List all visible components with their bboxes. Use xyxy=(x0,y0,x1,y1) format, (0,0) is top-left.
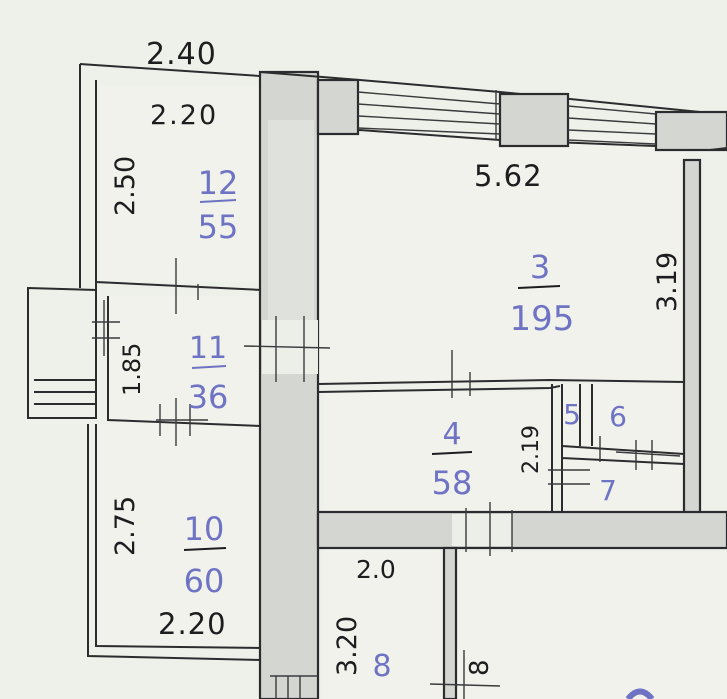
top-wall-pier-3 xyxy=(654,110,727,152)
window-1 xyxy=(357,90,501,140)
room-11-fraction-bar xyxy=(191,365,227,369)
top-wall-pier-2 xyxy=(498,92,570,148)
walls-5-6-7 xyxy=(551,384,685,524)
dim-room8-height: 3.20 xyxy=(332,616,363,676)
wall-3-4 xyxy=(317,378,685,393)
door-marks-5-6-7 xyxy=(548,436,681,485)
door-mark-11 xyxy=(243,316,331,382)
door-mark-10 xyxy=(156,398,208,446)
room-3-number: 3 xyxy=(530,248,550,286)
room-7-number: 7 xyxy=(599,474,617,507)
room-3-area-value: 195 xyxy=(510,299,575,339)
dim-room4-height: 2.19 xyxy=(519,425,544,474)
corner-blue-mark xyxy=(625,688,655,699)
left-bay xyxy=(27,286,97,419)
room-11-area-value: 36 xyxy=(188,378,229,416)
wall-room-8-right xyxy=(442,546,458,699)
room-4-label: 4 58 xyxy=(432,417,473,502)
room-8-number: 8 xyxy=(372,649,391,684)
room-12-label: 12 55 xyxy=(198,164,239,246)
room-4-number: 4 xyxy=(442,417,461,452)
room-11-label: 11 36 xyxy=(188,331,229,416)
room-12-area-value: 55 xyxy=(198,208,239,246)
room-10-fraction-bar xyxy=(183,547,227,551)
room-3-label: 3 195 xyxy=(510,248,575,339)
dim-room10-height: 2.75 xyxy=(110,496,141,556)
dim-room12-height: 2.50 xyxy=(110,156,141,216)
right-wall-edge xyxy=(709,147,727,151)
dim-room10-width: 2.20 xyxy=(158,607,227,641)
bottom-right-fragment-label: 8 xyxy=(465,659,495,676)
top-wall-pier-1 xyxy=(316,78,360,136)
room-10-area xyxy=(98,424,260,646)
room-10-area-value: 60 xyxy=(184,562,225,600)
room-3-fraction-bar xyxy=(517,285,561,289)
room-5-number: 5 xyxy=(563,398,581,431)
dim-room11-height: 1.85 xyxy=(118,343,146,396)
room-4-fraction-bar xyxy=(431,451,473,455)
dim-room3-width: 5.62 xyxy=(474,159,543,193)
dim-room3-height: 3.19 xyxy=(652,252,683,312)
central-wall-cutout xyxy=(268,120,314,330)
room-bottom-right-area xyxy=(456,552,727,699)
door-mark-12 xyxy=(92,258,199,356)
door-mark-3-4 xyxy=(451,350,471,398)
dim-room8-width: 2.0 xyxy=(356,555,396,584)
stairs-hint xyxy=(270,675,318,699)
window-2 xyxy=(567,105,657,145)
room-11-number: 11 xyxy=(189,331,227,366)
room-3-area xyxy=(318,134,684,382)
door-mark-8 xyxy=(429,650,501,699)
room-12-fraction-bar xyxy=(199,199,237,203)
room-12-area xyxy=(100,86,260,282)
room-10-number: 10 xyxy=(184,510,225,548)
room-6-number: 6 xyxy=(609,400,627,433)
room-12-number: 12 xyxy=(198,164,239,202)
wall-4-8 xyxy=(316,510,727,550)
room-10-label: 10 60 xyxy=(183,510,227,600)
right-wall xyxy=(682,158,702,532)
room-4-area-value: 58 xyxy=(432,464,473,502)
dim-room12-width: 2.20 xyxy=(150,100,218,131)
dim-top-outer: 2.40 xyxy=(146,37,217,72)
wall-4-8-door xyxy=(452,514,512,546)
room-11-area xyxy=(108,296,260,424)
room-8-area xyxy=(322,545,444,699)
door-mark-4-8 xyxy=(465,502,513,556)
